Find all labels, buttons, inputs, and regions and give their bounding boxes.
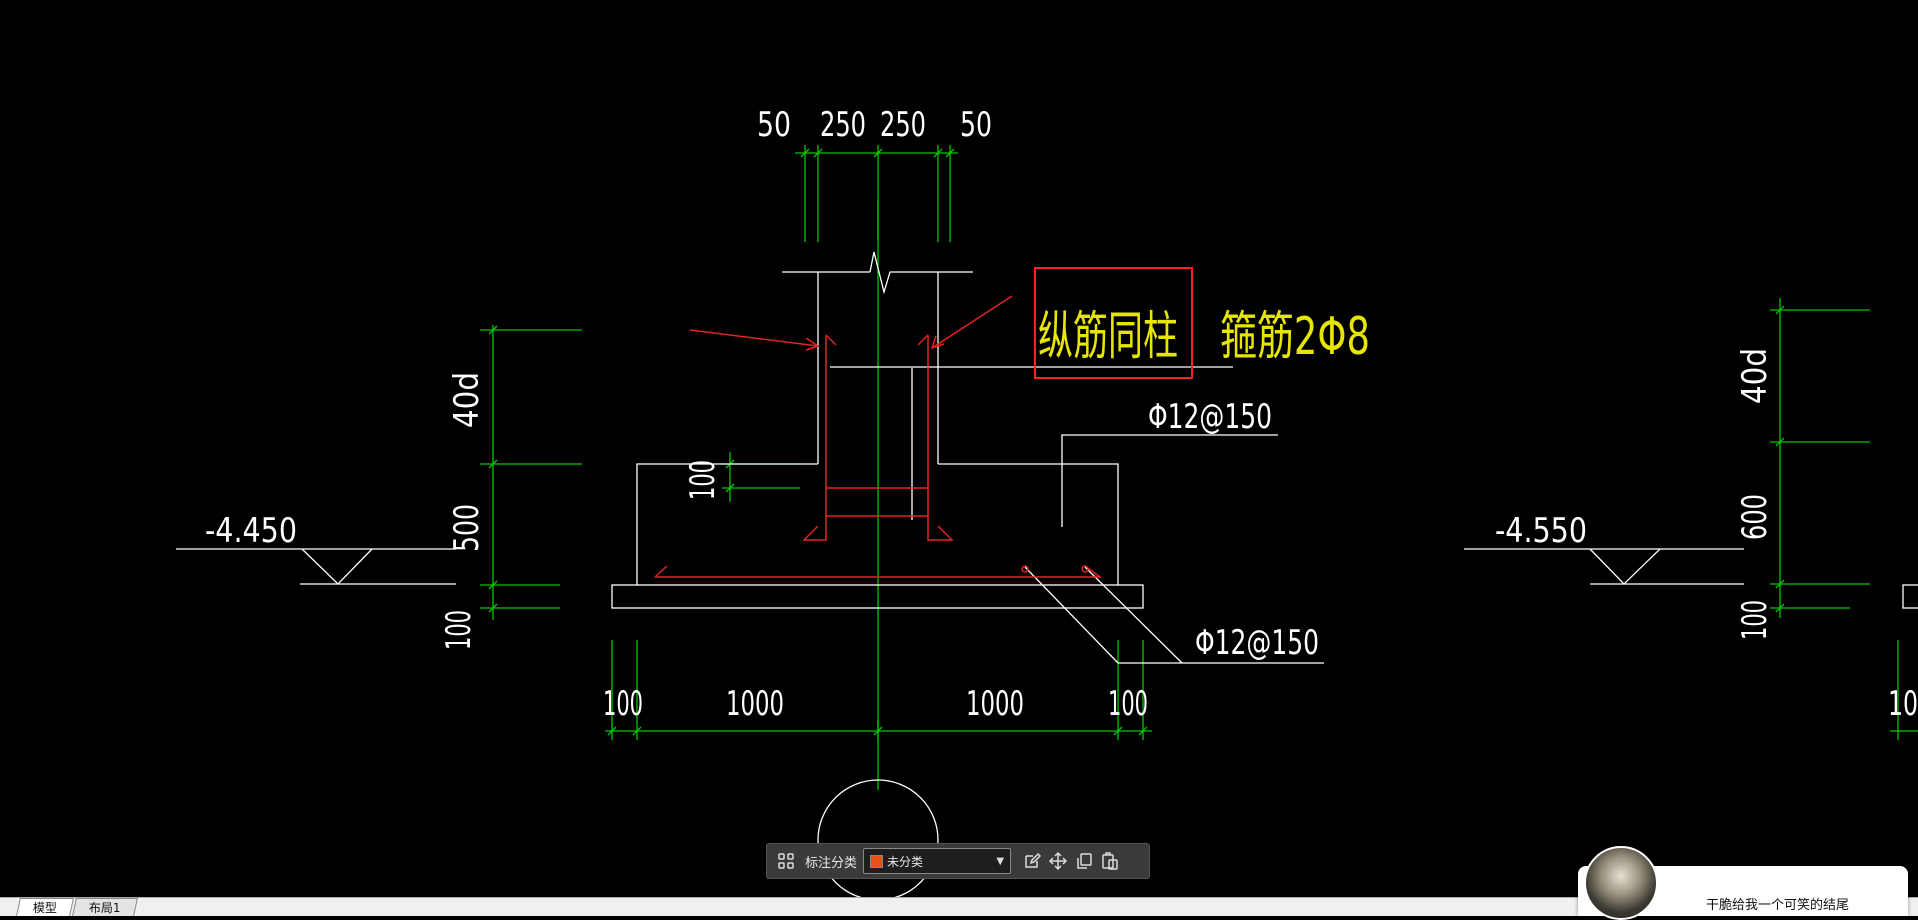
note-rebar-same-as-column: 纵筋同柱 bbox=[1038, 307, 1178, 367]
music-popup[interactable]: 干脆给我一个可笑的结尾 bbox=[1578, 846, 1908, 920]
dim-top-250-left: 250 bbox=[820, 105, 866, 145]
tab-layout1-label: 布局1 bbox=[88, 901, 121, 915]
dim-top-250-right: 250 bbox=[880, 105, 926, 145]
elevation-left-label: -4.450 bbox=[205, 511, 297, 551]
copy-icon[interactable] bbox=[1071, 848, 1097, 874]
right-dim-bottom-partial: 10 bbox=[1888, 684, 1918, 724]
annotation-toolbar: 标注分类 未分类 ▼ bbox=[766, 843, 1150, 879]
annotation-highlight-box[interactable] bbox=[1034, 267, 1193, 379]
structure-lines bbox=[176, 251, 1918, 901]
dim-vertical-500: 500 bbox=[447, 504, 487, 552]
tab-model-label: 模型 bbox=[32, 901, 57, 915]
chevron-down-icon: ▼ bbox=[996, 855, 1005, 867]
rebar-lines bbox=[654, 295, 1103, 578]
rebar-bottom-label: Φ12@150 bbox=[1195, 623, 1319, 663]
dimension-lines bbox=[480, 145, 1918, 790]
dim-vertical-100: 100 bbox=[439, 610, 479, 650]
popup-song-title: 干脆给我一个可笑的结尾 bbox=[1706, 898, 1850, 913]
album-cover-avatar[interactable] bbox=[1584, 846, 1658, 920]
dim-top-50-right: 50 bbox=[960, 105, 992, 145]
dim-inner-100: 100 bbox=[683, 460, 723, 500]
grid-icon[interactable] bbox=[773, 848, 799, 874]
edit-icon[interactable] bbox=[1019, 848, 1045, 874]
paste-icon[interactable] bbox=[1097, 848, 1123, 874]
right-dim-100: 100 bbox=[1735, 600, 1775, 640]
tab-model[interactable]: 模型 bbox=[16, 898, 74, 916]
note-stirrup: 箍筋2Φ8 bbox=[1220, 307, 1370, 367]
dim-bottom-100-right: 100 bbox=[1108, 684, 1148, 724]
right-dim-40d: 40d bbox=[1735, 348, 1775, 404]
dim-vertical-40d: 40d bbox=[447, 372, 487, 428]
right-dim-600: 600 bbox=[1735, 494, 1775, 540]
layout-tab-bar: 模型 布局1 bbox=[0, 897, 1918, 916]
category-value: 未分类 bbox=[887, 854, 924, 869]
elevation-right-label: -4.550 bbox=[1495, 511, 1587, 551]
dim-bottom-1000-right: 1000 bbox=[966, 684, 1024, 724]
move-icon[interactable] bbox=[1045, 848, 1071, 874]
category-dropdown[interactable]: 未分类 ▼ bbox=[863, 848, 1012, 874]
dim-top-50-left: 50 bbox=[757, 105, 791, 145]
category-label: 标注分类 bbox=[805, 855, 858, 871]
dim-bottom-100-left: 100 bbox=[603, 684, 643, 724]
dim-bottom-1000-left: 1000 bbox=[726, 684, 784, 724]
tab-layout1[interactable]: 布局1 bbox=[72, 898, 138, 916]
category-color-swatch bbox=[870, 854, 884, 868]
rebar-top-label: Φ12@150 bbox=[1148, 397, 1272, 437]
